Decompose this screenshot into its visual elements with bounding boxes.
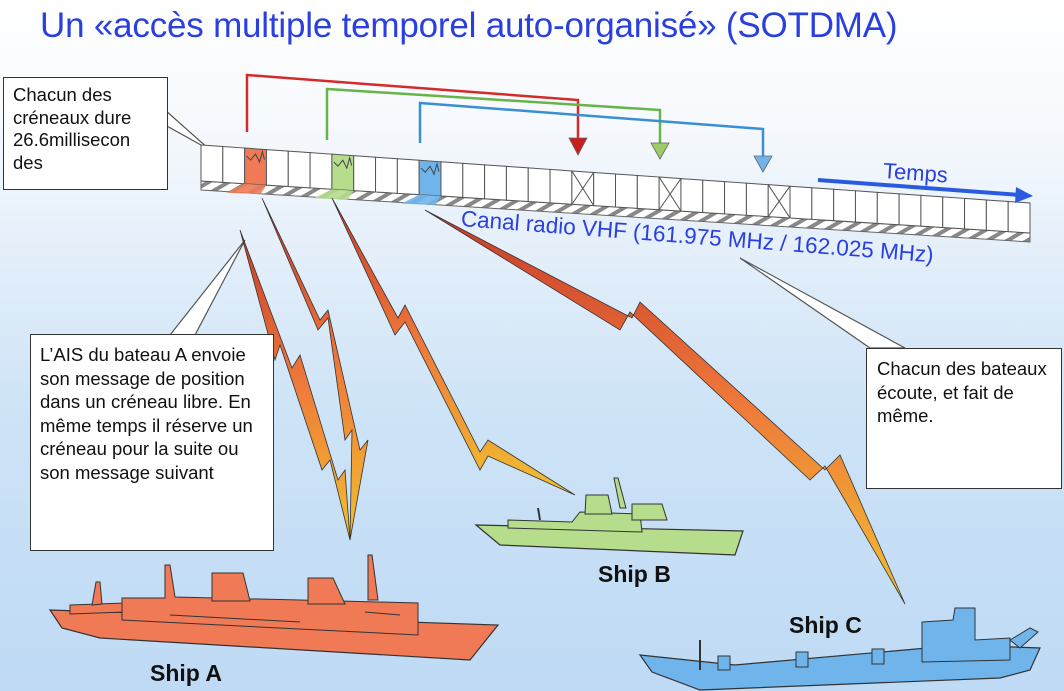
reservation-arrow-ship-a xyxy=(245,73,588,156)
signal-waveform xyxy=(246,149,265,164)
slot-shadow xyxy=(226,183,267,195)
ship-c-label: Ship C xyxy=(789,612,862,638)
time-slot xyxy=(505,165,529,203)
reservation-arrow-ship-c xyxy=(418,101,773,173)
signal-waveform xyxy=(333,155,353,170)
time-slot xyxy=(789,185,813,220)
time-slot xyxy=(1007,200,1031,234)
time-slot xyxy=(964,197,987,231)
time-slot xyxy=(287,150,311,189)
time-slot xyxy=(527,167,551,204)
time-slot xyxy=(942,196,966,230)
time-slot xyxy=(484,164,507,201)
time-slot xyxy=(876,191,900,226)
time-slot xyxy=(265,149,289,188)
ship-b-label: Ship B xyxy=(598,561,671,587)
time-slot xyxy=(985,199,1009,233)
time-slot xyxy=(920,194,944,229)
slot-shadow xyxy=(313,189,354,200)
time-slot xyxy=(745,182,769,218)
slide-title: Un «accès multiple temporel auto-organis… xyxy=(40,6,898,45)
time-label: Temps xyxy=(882,158,949,188)
reserved-slot-cross xyxy=(658,178,682,211)
time-slot xyxy=(898,193,922,227)
time-slot xyxy=(593,171,616,208)
time-slot xyxy=(440,161,464,198)
ship-a-label: Ship A xyxy=(150,660,222,686)
radio-signal-ship-c xyxy=(424,209,906,605)
signal-waveform xyxy=(420,161,440,176)
time-arrow xyxy=(817,178,1033,203)
time-slot xyxy=(549,168,573,205)
callout-pointer-all xyxy=(739,257,906,349)
time-slot xyxy=(680,178,704,214)
time-slot xyxy=(222,145,246,185)
time-slot xyxy=(375,156,398,194)
time-slot xyxy=(811,187,835,222)
time-slot xyxy=(353,155,377,193)
ship-b-illustration xyxy=(474,477,744,556)
callout-ship-a-transmission: L’AIS du bateau A envoie son message de … xyxy=(30,334,274,551)
time-slot xyxy=(636,174,660,211)
radio-signal-ship-b xyxy=(331,197,576,496)
reserved-slot-cross xyxy=(767,185,791,217)
time-slot xyxy=(615,173,638,209)
time-slot xyxy=(724,181,747,216)
callout-pointer-ship-a xyxy=(168,239,246,336)
time-slot xyxy=(396,158,420,196)
callout-all-ships-listen: Chacun des bateaux écoute, et fait de mê… xyxy=(866,348,1062,489)
callout-slot-duration: Chacun des créneaux dure 26.6millisecon … xyxy=(3,77,168,190)
time-slot xyxy=(462,162,486,200)
time-slot xyxy=(702,179,726,215)
slot-shadow xyxy=(401,194,441,206)
time-slot-strip xyxy=(200,144,1031,243)
ship-c-illustration xyxy=(638,607,1041,691)
reservation-arrow-ship-b xyxy=(325,87,670,160)
time-slot xyxy=(833,188,856,223)
reserved-slot-cross xyxy=(571,172,595,205)
time-slot xyxy=(200,144,224,183)
time-slot xyxy=(309,152,333,190)
time-slot xyxy=(854,190,878,224)
radio-signal-ship-a-right xyxy=(261,197,369,541)
callout-pointer-slots xyxy=(164,108,211,151)
ship-a-illustration xyxy=(48,554,500,661)
